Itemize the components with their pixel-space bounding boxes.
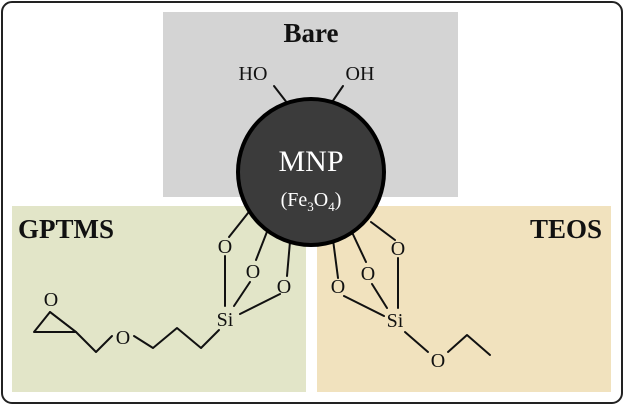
gptms-propyl-chain	[133, 327, 220, 349]
bare-title: Bare	[284, 18, 339, 48]
mnp-formula: (Fe3O4)	[281, 189, 342, 214]
teos-title: TEOS	[530, 214, 602, 244]
hydroxyl-left-label: HO	[239, 63, 268, 85]
gptms-ether-link	[75, 331, 113, 353]
teos-o3-label: O	[331, 276, 345, 298]
gptms-si-label: Si	[217, 309, 234, 331]
teos-o1-core-bond	[370, 221, 396, 241]
gptms-epoxide-o-bond	[49, 311, 77, 333]
hydroxyl-right-label: OH	[346, 63, 375, 85]
teos-o3-si-bond	[343, 295, 385, 317]
gptms-title: GPTMS	[18, 214, 114, 244]
teos-ethyl-chain	[447, 334, 491, 356]
teos-panel	[317, 206, 611, 392]
mnp-core	[236, 97, 386, 247]
teos-si-o-bond	[404, 331, 429, 353]
mnp-label: MNP	[278, 145, 343, 178]
gptms-o3-si-bond	[239, 293, 281, 315]
gptms-panel	[12, 206, 306, 392]
gptms-o1-label: O	[218, 236, 232, 258]
teos-ethoxy-o-label: O	[431, 350, 445, 372]
gptms-o2-si-bond	[233, 281, 251, 307]
gptms-o3-label: O	[277, 276, 291, 298]
teos-o2-label: O	[361, 263, 375, 285]
gptms-o2-label: O	[246, 261, 260, 283]
gptms-epoxide-o-label: O	[44, 289, 58, 311]
gptms-ether-o-label: O	[116, 327, 130, 349]
teos-si-label: Si	[387, 310, 404, 332]
teos-o2-si-bond	[371, 283, 388, 309]
teos-o1-label: O	[391, 238, 405, 260]
